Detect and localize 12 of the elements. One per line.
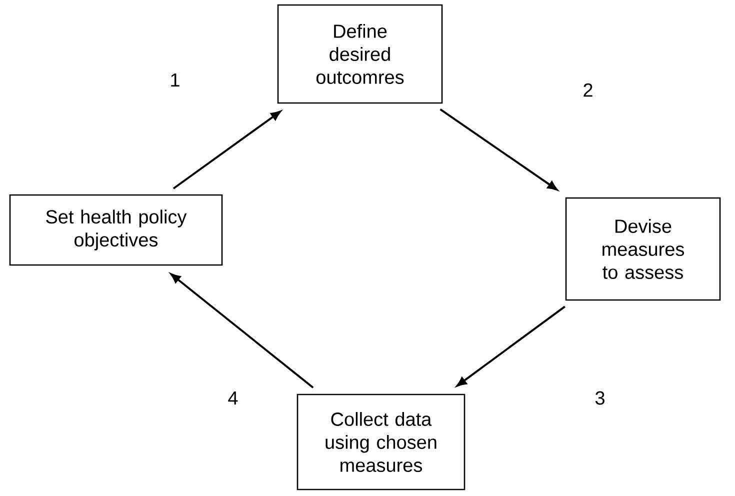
process-box: Collect data using chosen measures <box>296 394 466 490</box>
edge-label: 1 <box>171 73 180 87</box>
edge-label: 2 <box>584 83 592 97</box>
process-box: Define desired outcomres <box>277 4 443 104</box>
edge-label: 4 <box>228 391 238 405</box>
edge-label: 3 <box>595 391 604 405</box>
process-box: Devise measures to assess <box>565 197 721 301</box>
arrow <box>440 108 558 190</box>
arrow <box>170 273 314 388</box>
arrow <box>172 110 281 190</box>
process-box: Set health policy objectives <box>9 194 223 266</box>
arrow <box>456 306 566 387</box>
